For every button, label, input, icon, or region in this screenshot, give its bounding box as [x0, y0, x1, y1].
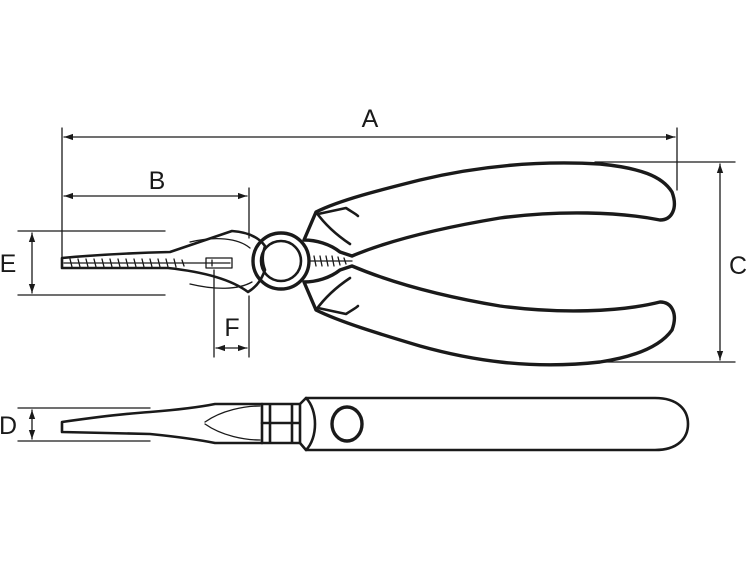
dimension-e: E	[0, 230, 166, 296]
label-c: C	[729, 252, 747, 280]
label-d: D	[0, 412, 17, 440]
lower-handle	[302, 264, 677, 367]
dimension-d: D	[0, 407, 151, 442]
dimension-f: F	[213, 269, 250, 358]
side-joint	[260, 402, 302, 445]
pliers-top-view	[60, 161, 677, 367]
side-handle-inner	[304, 396, 317, 452]
side-jaw-bevel	[204, 405, 261, 441]
side-jaw	[60, 402, 264, 445]
jaw-bevel	[189, 238, 253, 289]
upper-handle-grip-edge	[314, 206, 360, 246]
dimension-a: A	[61, 105, 678, 259]
jaw-teeth	[63, 258, 231, 268]
pivot-rivet	[259, 239, 303, 283]
dimension-b: B	[63, 167, 250, 239]
upper-handle	[302, 161, 677, 258]
label-e: E	[0, 250, 16, 278]
dimension-c: C	[594, 161, 747, 363]
lower-handle-grip-edge	[314, 276, 360, 316]
pliers-side-view	[60, 396, 690, 452]
jaw-outline	[60, 229, 267, 294]
side-handle	[298, 396, 690, 452]
label-f: F	[224, 314, 239, 342]
cutter-notch	[205, 257, 233, 269]
side-rivet	[330, 405, 364, 443]
neck-serration	[308, 255, 353, 267]
label-a: A	[362, 105, 379, 133]
label-b: B	[149, 167, 166, 195]
